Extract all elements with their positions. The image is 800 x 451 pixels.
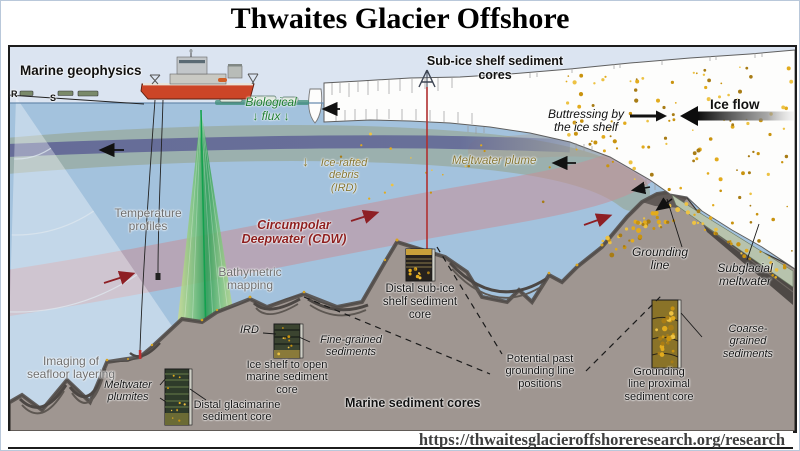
seismic-streamer: [10, 94, 145, 105]
buttressing-arrow: [630, 110, 667, 122]
grounding-line-slope-specks: [601, 202, 681, 258]
core-grounding-line-proximal: [651, 299, 682, 369]
current-arrows: [98, 101, 673, 285]
core-ice-shelf-open: [273, 323, 304, 359]
diagram-panel: Marine geophysics R S Biological ↓ flux …: [8, 45, 797, 433]
core-grounding-line-proximal-clasts: [655, 306, 676, 364]
instrument-cables: [138, 99, 164, 359]
past-grounding-line-dashes: [303, 246, 663, 375]
core-distal-sub-ice-specks: [408, 267, 430, 280]
diagram-artwork: [10, 47, 795, 431]
source-url: https://thwaitesglacieroffshoreresearch.…: [8, 431, 793, 449]
figure-title: Thwaites Glacier Offshore: [230, 2, 570, 35]
seafloor-gold-specks: [105, 238, 604, 362]
subglacial-sediment-specks: [684, 202, 787, 279]
core-distal-glacimarine: [164, 368, 193, 426]
ice-flow-arrow: [680, 106, 795, 126]
research-ship: [140, 49, 259, 100]
core-distal-sub-ice: [405, 248, 436, 282]
core-distal-glacimarine-specks: [167, 374, 186, 422]
subglacial-meltwater-wedge: [671, 194, 794, 288]
sea-surface: [10, 90, 324, 105]
sub-ice-drill-rig: [418, 69, 436, 249]
core-ice-shelf-open-specks: [277, 327, 293, 356]
streamer-sections: [19, 90, 99, 97]
englacial-debris-specks: [565, 66, 794, 252]
bathymetry-fan: [177, 109, 237, 339]
